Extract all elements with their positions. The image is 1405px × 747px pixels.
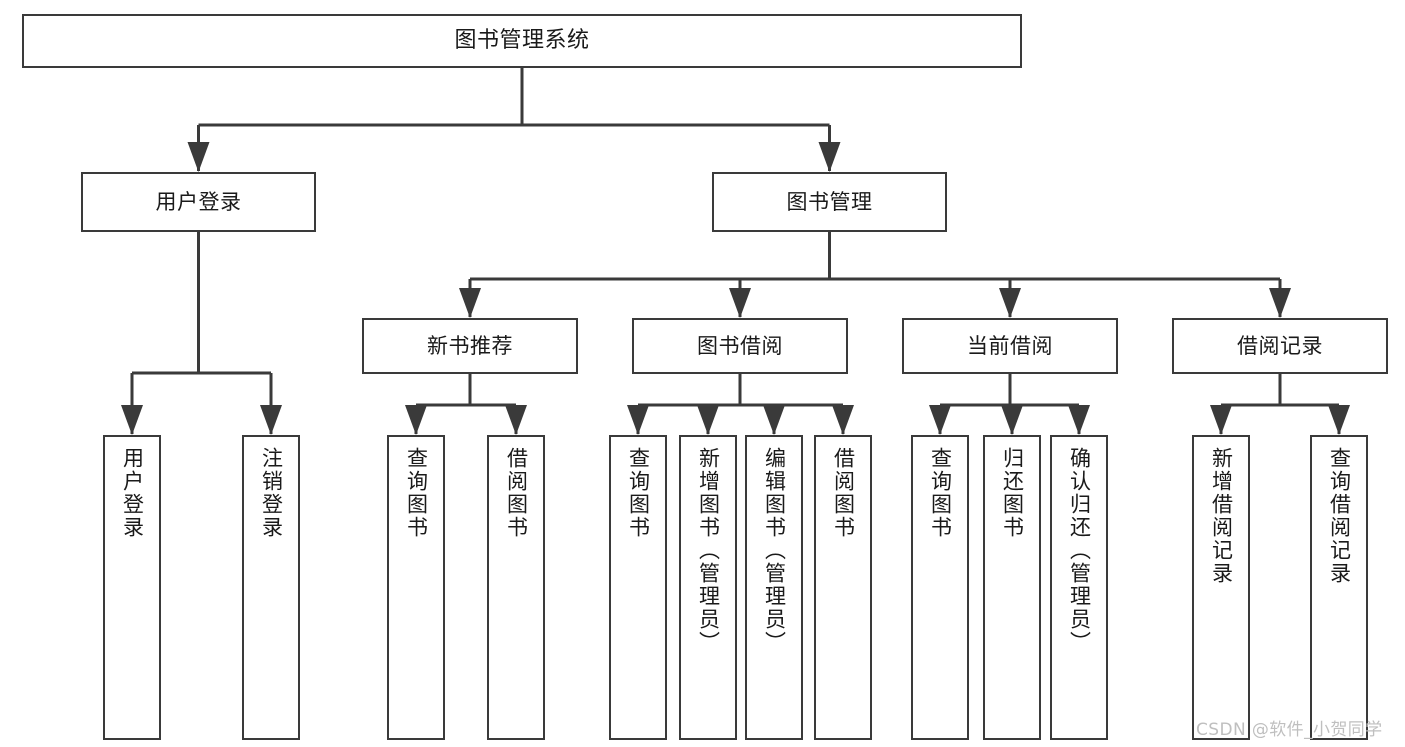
node-records[interactable]: 借阅记录	[1172, 318, 1388, 374]
node-borrow[interactable]: 图书借阅	[632, 318, 848, 374]
node-l13[interactable]: 查询借阅记录	[1310, 435, 1368, 740]
node-bookmgmt[interactable]: 图书管理	[712, 172, 947, 232]
node-l4[interactable]: 借阅图书	[487, 435, 545, 740]
node-label: 确认归还（管理员）	[1067, 447, 1092, 654]
node-l8[interactable]: 借阅图书	[814, 435, 872, 740]
node-label: 用户登录	[120, 447, 145, 539]
node-label: 图书管理	[786, 189, 873, 214]
node-l5[interactable]: 查询图书	[609, 435, 667, 740]
node-label: 新增借阅记录	[1209, 447, 1234, 585]
node-current[interactable]: 当前借阅	[902, 318, 1118, 374]
watermark: CSDN @软件_小贺同学	[1196, 720, 1383, 740]
node-l10[interactable]: 归还图书	[983, 435, 1041, 740]
node-label: 注销登录	[259, 447, 284, 539]
node-l2[interactable]: 注销登录	[242, 435, 300, 740]
node-l12[interactable]: 新增借阅记录	[1192, 435, 1250, 740]
node-label: 新书推荐	[427, 333, 513, 358]
node-l3[interactable]: 查询图书	[387, 435, 445, 740]
node-label: 新增图书（管理员）	[696, 447, 721, 654]
node-root[interactable]: 图书管理系统	[22, 14, 1022, 68]
node-label: 用户登录	[155, 189, 242, 214]
node-l11[interactable]: 确认归还（管理员）	[1050, 435, 1108, 740]
node-label: 图书借阅	[697, 333, 783, 358]
node-l6[interactable]: 新增图书（管理员）	[679, 435, 737, 740]
node-l7[interactable]: 编辑图书（管理员）	[745, 435, 803, 740]
node-label: 图书管理系统	[454, 28, 590, 54]
node-label: 查询借阅记录	[1327, 447, 1352, 585]
node-label: 查询图书	[928, 447, 953, 539]
node-login[interactable]: 用户登录	[81, 172, 316, 232]
node-label: 查询图书	[404, 447, 429, 539]
node-label: 借阅记录	[1237, 333, 1323, 358]
node-newbook[interactable]: 新书推荐	[362, 318, 578, 374]
node-label: 归还图书	[1000, 447, 1025, 539]
node-label: 编辑图书（管理员）	[762, 447, 787, 654]
node-l9[interactable]: 查询图书	[911, 435, 969, 740]
node-label: 当前借阅	[967, 333, 1053, 358]
node-l1[interactable]: 用户登录	[103, 435, 161, 740]
node-label: 借阅图书	[504, 447, 529, 539]
node-label: 借阅图书	[831, 447, 856, 539]
node-label: 查询图书	[626, 447, 651, 539]
